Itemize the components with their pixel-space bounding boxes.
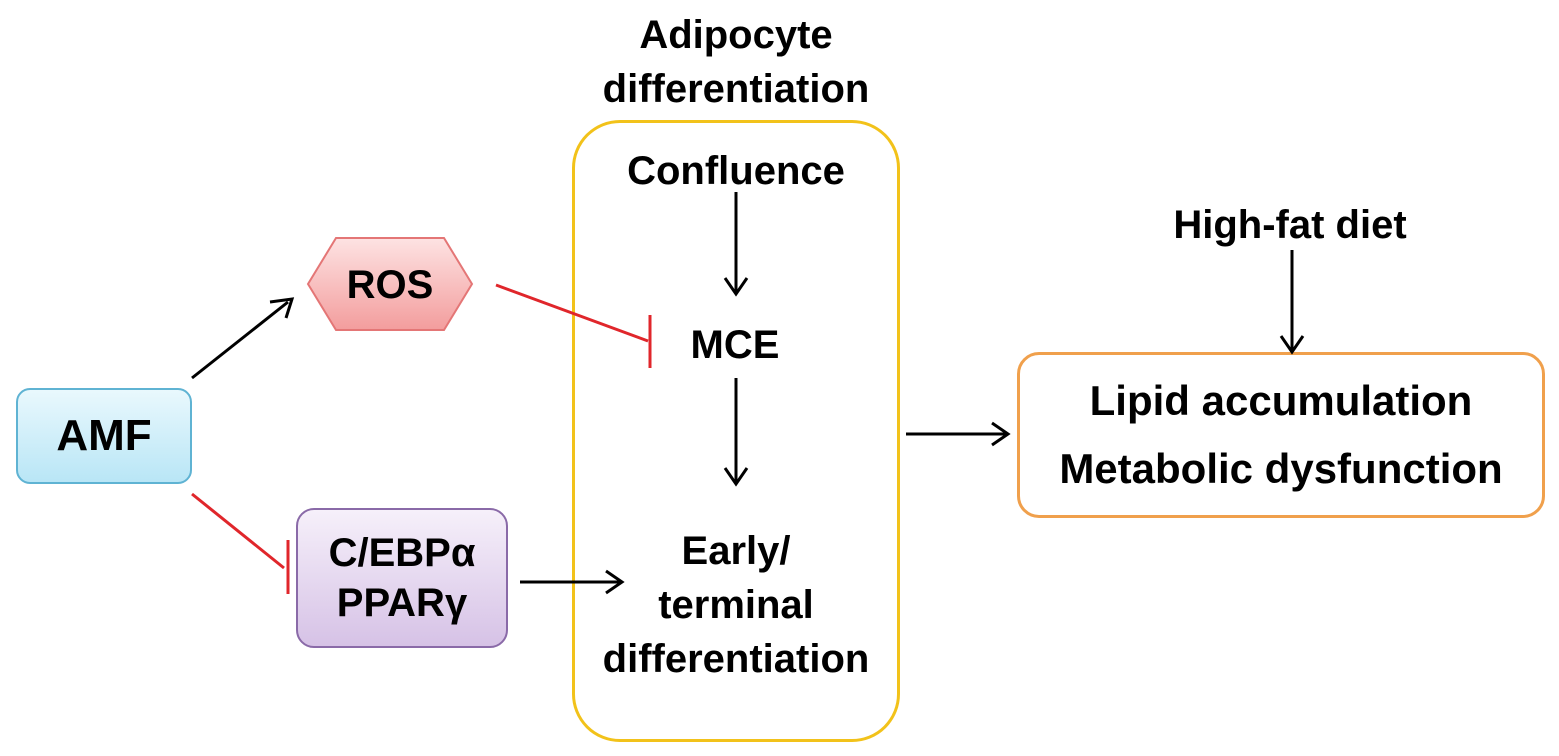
arrow-differentiation-to-outcome (906, 421, 1011, 447)
amf-node: AMF (16, 388, 192, 484)
container-title-line2: differentiation (602, 67, 870, 111)
cebp-label: C/EBPα (328, 531, 476, 575)
high-fat-diet-node: High-fat diet (1173, 203, 1407, 247)
arrow-confluence-to-mce (723, 192, 749, 297)
inhibition-ros-to-mce (495, 283, 652, 368)
ros-hexagon (306, 237, 474, 331)
arrow-hfd-to-outcome (1279, 250, 1305, 355)
container-title-line1: Adipocyte (639, 13, 833, 57)
confluence-node: Confluence (627, 149, 845, 193)
arrow-amf-to-ros (191, 297, 295, 380)
amf-label: AMF (56, 411, 152, 460)
inhibition-amf-to-cebp (191, 492, 290, 594)
cebp-ppar-node: C/EBPα PPARγ (296, 508, 508, 648)
arrow-cebp-to-early (520, 569, 625, 595)
ppar-label: PPARγ (336, 581, 468, 625)
metabolic-dysfunction-label: Metabolic dysfunction (1059, 445, 1503, 492)
early-line2: terminal (658, 583, 814, 627)
early-line3: differentiation (602, 637, 870, 681)
lipid-accumulation-label: Lipid accumulation (1089, 377, 1473, 424)
arrow-mce-to-early (723, 378, 749, 487)
ros-label: ROS (347, 263, 434, 307)
mce-node: MCE (690, 323, 780, 367)
differentiation-container (572, 120, 900, 742)
early-line1: Early/ (681, 529, 791, 573)
outcome-node: Lipid accumulation Metabolic dysfunction (1017, 352, 1545, 518)
